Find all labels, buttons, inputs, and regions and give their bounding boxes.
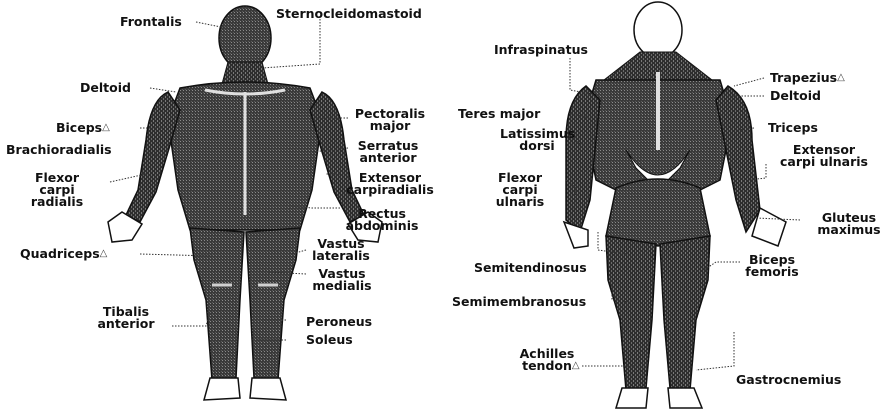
label-quadriceps: Quadriceps △ [20,248,100,260]
label-soleus: Soleus [306,334,353,346]
front-left-leg [190,228,244,380]
back-right-foot [668,388,702,408]
label-vastus-medialis: Vastus medialis [306,268,378,292]
warning-triangle-icon: △ [102,122,110,134]
label-tibalis-anterior: Tibalis anterior [86,306,166,330]
label-vastus-lat-line-2: lateralis [304,250,378,262]
label-serratus-line-2: anterior [348,152,428,164]
label-pectoralis-major: Pectoralis major [346,108,434,132]
label-biceps-femoris: Biceps femoris [734,254,810,278]
label-extensor-carpi-ulnaris: Extensor carpi ulnaris [766,144,882,168]
label-gluteus-line-2: maximus [806,224,892,236]
label-deltoid-front: Deltoid [80,82,131,94]
back-left-leg [606,236,656,390]
label-quadriceps-text: Quadriceps [20,246,100,261]
label-gastrocnemius: Gastrocnemius [736,374,841,386]
back-left-foot [616,388,648,408]
label-flexor-line-3: radialis [16,196,98,208]
label-peroneus: Peroneus [306,316,372,328]
front-head [219,6,271,70]
label-infraspinatus: Infraspinatus [494,44,588,56]
label-tibalis-line-2: anterior [86,318,166,330]
label-biceps-text: Biceps [56,120,102,135]
back-head [634,2,682,58]
back-right-leg [660,236,710,390]
label-flexor-carpi-radialis: Flexor carpi radialis [16,172,98,208]
front-right-foot [250,378,286,400]
label-biceps-fem-line-2: femoris [734,266,810,278]
back-glutes [606,179,710,246]
warning-triangle-icon: △ [572,360,580,372]
label-pectoralis-line-2: major [346,120,434,132]
front-neck [222,62,268,84]
back-left-hand [564,222,588,248]
label-latissimus-line-2: dorsi [500,140,574,152]
label-trapezius: Trapezius △ [770,72,837,84]
label-brachioradialis: Brachioradialis [6,144,112,156]
label-sternocleidomastoid: Sternocleidomastoid [276,8,422,20]
label-semimembranosus: Semimembranosus [452,296,586,308]
label-extensor-line-2: carpiradialis [340,184,440,196]
label-ext-ulnaris-line-2: carpi ulnaris [766,156,882,168]
label-biceps: Biceps △ [56,122,102,134]
label-rectus-abdominis: Rectus abdominis [340,208,424,232]
warning-triangle-icon: △ [100,248,108,260]
label-flex-ulnaris-line-3: ulnaris [488,196,552,208]
label-deltoid-back: Deltoid [770,90,821,102]
back-figure [564,2,786,408]
label-semitendinosus: Semitendinosus [474,262,587,274]
front-right-leg [246,228,300,380]
label-latissimus-dorsi: Latissimus dorsi [500,128,574,152]
label-trapezius-text: Trapezius [770,70,837,85]
label-rectus-line-2: abdominis [340,220,424,232]
label-vastus-med-line-2: medialis [306,280,378,292]
label-vastus-lateralis: Vastus lateralis [304,238,378,262]
warning-triangle-icon: △ [837,72,845,84]
label-gluteus-maximus: Gluteus maximus [806,212,892,236]
label-flexor-carpi-ulnaris: Flexor carpi ulnaris [488,172,552,208]
label-achilles-text: tendon [522,358,572,373]
label-serratus-anterior: Serratus anterior [348,140,428,164]
label-achilles-line-2: tendon △ [510,360,584,372]
front-left-arm [126,92,180,222]
front-left-foot [204,378,240,400]
label-extensor-carpiradialis: Extensor carpiradialis [340,172,440,196]
label-teres-major: Teres major [458,108,540,120]
label-frontalis: Frontalis [120,16,182,28]
label-triceps: Triceps [768,122,818,134]
label-achilles-tendon: Achilles tendon △ [510,348,584,372]
